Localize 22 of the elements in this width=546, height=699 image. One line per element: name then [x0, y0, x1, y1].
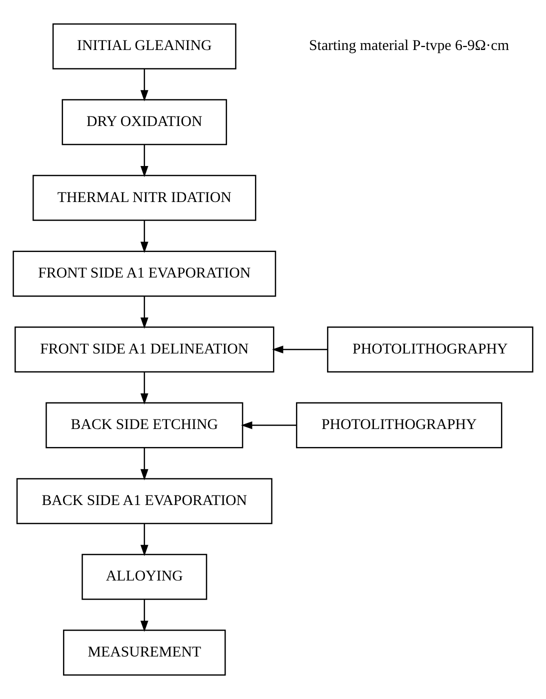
node-box: BACK SIDE ETCHING	[46, 402, 244, 448]
arrow	[140, 599, 148, 632]
node-box: THERMAL NITR IDATION	[32, 174, 256, 221]
node-box: PHOTOLITHOGRAPHY	[296, 402, 502, 448]
arrow	[140, 524, 148, 556]
node-box: ALLOYING	[82, 554, 208, 600]
node-box: FRONT SIDE A1 DELINEATION	[14, 326, 274, 372]
arrow	[140, 68, 148, 102]
node-box: FRONT SIDE A1 EVAPORATION	[12, 250, 276, 297]
arrow	[272, 346, 328, 354]
node-box: DRY OXIDATION	[62, 99, 228, 146]
node-box: BACK SIDE A1 EVAPORATION	[16, 478, 272, 524]
arrow	[140, 144, 148, 178]
arrow	[140, 372, 148, 405]
node-box: PHOTOLITHOGRAPHY	[327, 326, 534, 372]
label: Starting material P-tvpe 6-9Ω·cm	[309, 38, 510, 54]
arrow	[140, 220, 148, 253]
arrow	[140, 448, 148, 480]
node-box: MEASUREMENT	[63, 630, 226, 676]
arrow	[241, 421, 297, 430]
arrow	[140, 296, 148, 329]
node-box: INITIAL GLEANING	[52, 23, 236, 70]
